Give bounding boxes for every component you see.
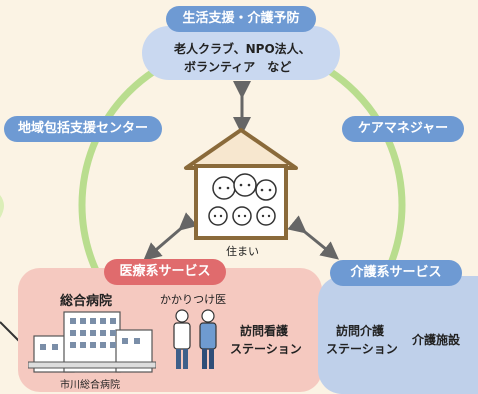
top-support-line2: ボランティア など — [184, 60, 292, 74]
hospital-label: 総合病院 — [60, 294, 113, 309]
hospital-icon — [28, 311, 156, 373]
top-support-box — [142, 26, 340, 80]
house-caption: 住まい — [226, 245, 259, 258]
hospital-sign: 市川総合病院 — [60, 380, 120, 391]
right-caremanager-label: ケアマネジャー — [342, 116, 464, 142]
arrow-right — [287, 215, 339, 260]
care-facility-label: 介護施設 — [412, 333, 461, 347]
doctor-label: かかりつけ医 — [160, 293, 227, 306]
home-nursing-line2: ステーション — [230, 342, 302, 356]
top-support-line1: 老人クラブ、NPO法人、 — [174, 42, 311, 56]
care-area — [318, 276, 478, 394]
left-center-label: 地域包括支援センター — [4, 116, 162, 142]
top-support-title: 生活支援・介護予防 — [166, 6, 316, 32]
care-title: 介護系サービス — [330, 260, 462, 286]
house-icon — [184, 128, 298, 240]
home-care-line2: ステーション — [326, 342, 398, 356]
doctor-nurse-icon — [173, 309, 217, 369]
arrow-left — [143, 212, 198, 261]
medical-title: 医療系サービス — [104, 259, 226, 285]
home-nursing-line1: 訪問看護 — [240, 324, 289, 338]
home-care-line1: 訪問介護 — [336, 324, 385, 338]
